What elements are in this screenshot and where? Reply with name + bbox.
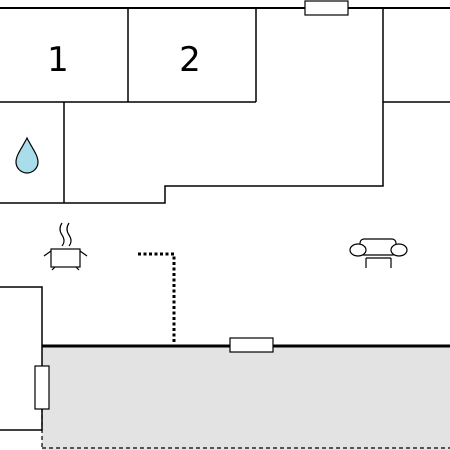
top-window	[304, 0, 349, 16]
water-drop-icon	[15, 136, 39, 174]
cooking-pot-icon	[43, 222, 88, 271]
left-window	[34, 365, 50, 410]
sofa-icon	[349, 238, 408, 268]
room-1-label: 1	[47, 40, 69, 80]
left-lower-room-wall	[0, 286, 43, 431]
room-2	[128, 8, 257, 103]
terrace-area	[42, 346, 450, 450]
room-2-label: 2	[179, 40, 201, 80]
kitchen-counter-dashed	[138, 252, 176, 345]
hallway-outline	[0, 8, 384, 204]
bottom-window	[229, 337, 274, 353]
